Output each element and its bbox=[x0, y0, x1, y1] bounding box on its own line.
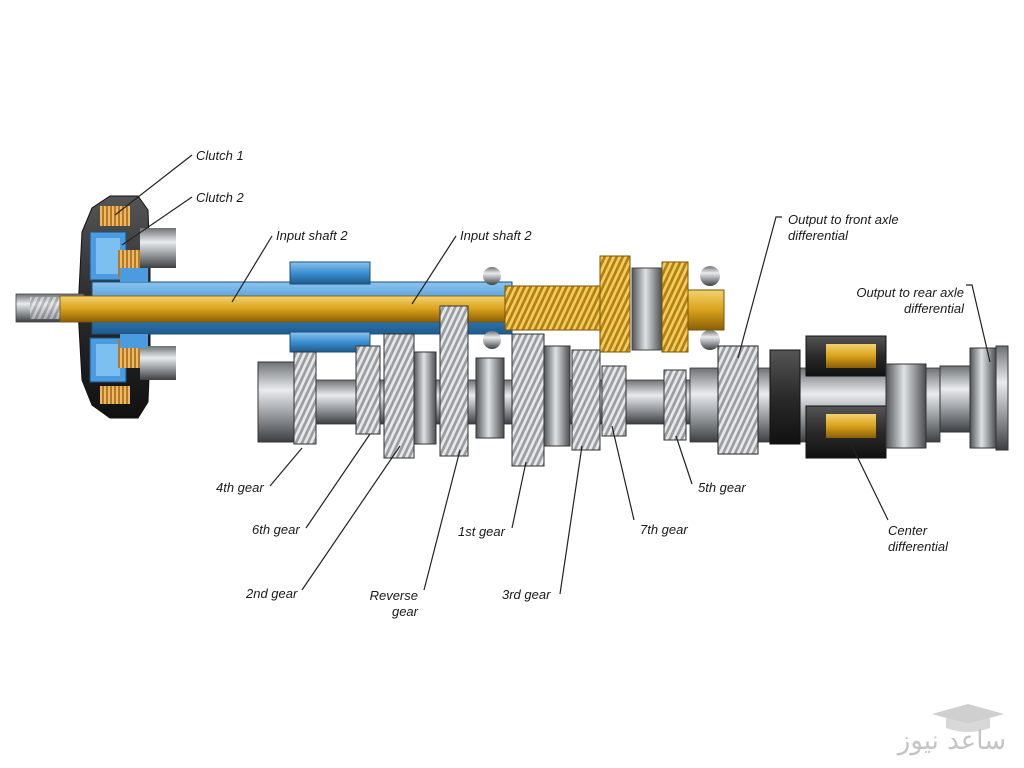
leader-gear1 bbox=[511, 461, 527, 529]
label-output-front-line2: differential bbox=[788, 228, 848, 243]
leader-reverse bbox=[423, 449, 461, 591]
label-clutch-1-text: Clutch 1 bbox=[196, 148, 244, 163]
leader-input-shaft-a bbox=[231, 235, 273, 303]
label-clutch-2: Clutch 2 bbox=[196, 190, 244, 206]
label-gear-5-text: 5th gear bbox=[698, 480, 746, 495]
label-input-shaft-a-text: Input shaft 2 bbox=[276, 228, 348, 243]
label-gear-7-text: 7th gear bbox=[640, 522, 688, 537]
watermark-text: ساعد نیوز bbox=[897, 726, 1006, 756]
label-gear-7: 7th gear bbox=[640, 522, 688, 538]
label-input-shaft-b-text: Input shaft 2 bbox=[460, 228, 532, 243]
leader-gear6 bbox=[305, 433, 371, 529]
label-clutch-2-text: Clutch 2 bbox=[196, 190, 244, 205]
leader-gear5 bbox=[675, 435, 693, 485]
leader-gear3 bbox=[559, 445, 583, 595]
label-input-shaft-a: Input shaft 2 bbox=[276, 228, 348, 244]
input-shaft-inner bbox=[59, 255, 725, 353]
leader-output-front bbox=[737, 216, 782, 359]
leader-gear7 bbox=[611, 425, 635, 521]
leader-output-rear bbox=[966, 284, 991, 363]
countershaft bbox=[257, 305, 729, 467]
label-input-shaft-b: Input shaft 2 bbox=[460, 228, 532, 244]
label-gear-1: 1st gear bbox=[458, 524, 505, 540]
label-reverse-line2: gear bbox=[391, 604, 418, 619]
label-reverse-line1: Reverse bbox=[369, 588, 418, 603]
label-clutch-1: Clutch 1 bbox=[196, 148, 244, 164]
label-output-rear: Output to rear axle differential bbox=[830, 285, 964, 317]
label-gear-6: 6th gear bbox=[252, 522, 300, 538]
label-center-diff-line1: Center bbox=[888, 523, 928, 538]
label-gear-4-text: 4th gear bbox=[216, 480, 264, 495]
watermark-logo: ساعد نیوز bbox=[872, 696, 1012, 760]
label-output-rear-line1: Output to rear axle bbox=[856, 285, 964, 300]
leader-gear4 bbox=[269, 447, 303, 487]
label-output-front: Output to front axle differential bbox=[788, 212, 899, 244]
leader-lines bbox=[114, 154, 991, 595]
label-output-rear-line2: differential bbox=[904, 301, 964, 316]
label-center-differential: Center differential bbox=[888, 523, 948, 555]
label-gear-3-text: 3rd gear bbox=[502, 587, 551, 602]
leader-clutch2 bbox=[121, 196, 193, 246]
label-reverse-gear: Reverse gear bbox=[352, 588, 418, 620]
label-center-diff-line2: differential bbox=[888, 539, 948, 554]
label-gear-6-text: 6th gear bbox=[252, 522, 300, 537]
label-gear-5: 5th gear bbox=[698, 480, 746, 496]
leader-input-shaft-b bbox=[411, 235, 457, 305]
output-section bbox=[689, 335, 1009, 459]
label-output-front-line1: Output to front axle bbox=[788, 212, 899, 227]
leader-gear2 bbox=[301, 445, 401, 591]
label-gear-2: 2nd gear bbox=[246, 586, 297, 602]
label-gear-3: 3rd gear bbox=[502, 587, 550, 603]
leader-center-diff bbox=[851, 445, 889, 521]
graduation-cap-icon bbox=[932, 704, 1004, 732]
label-gear-4: 4th gear bbox=[216, 480, 264, 496]
leader-clutch1 bbox=[114, 154, 193, 216]
label-gear-2-text: 2nd gear bbox=[246, 586, 298, 601]
label-gear-1-text: 1st gear bbox=[458, 524, 505, 539]
